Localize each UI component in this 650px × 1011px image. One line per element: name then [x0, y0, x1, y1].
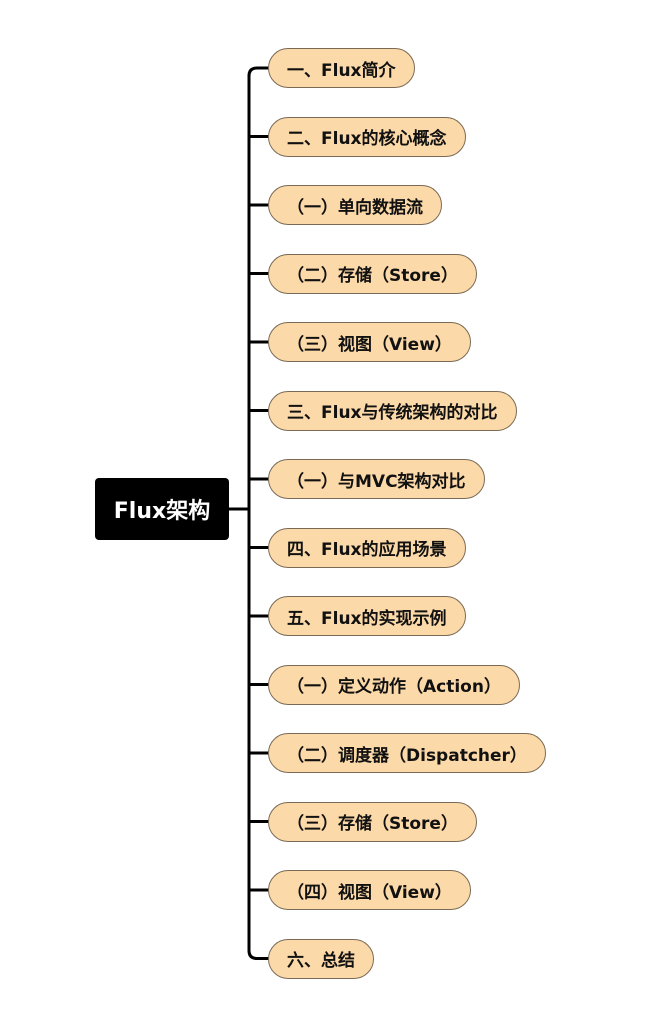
node-define-action[interactable]: （一）定义动作（Action） [268, 664, 520, 705]
node-implementation[interactable]: 五、Flux的实现示例 [268, 596, 466, 636]
node-unidirectional-flow[interactable]: （一）单向数据流 [268, 185, 442, 225]
node-view[interactable]: （三）视图（View） [268, 322, 471, 362]
node-comparison[interactable]: 三、Flux与传统架构的对比 [268, 390, 517, 431]
node-summary[interactable]: 六、总结 [268, 938, 374, 979]
node-flux-intro[interactable]: 一、Flux简介 [268, 48, 415, 88]
node-store[interactable]: （二）存储（Store） [268, 253, 477, 294]
root-node[interactable]: Flux架构 [95, 478, 229, 540]
node-mvc-comparison[interactable]: （一）与MVC架构对比 [268, 459, 485, 499]
node-core-concepts[interactable]: 二、Flux的核心概念 [268, 116, 466, 157]
branch-connector [247, 66, 270, 78]
node-use-cases[interactable]: 四、Flux的应用场景 [268, 527, 466, 568]
node-dispatcher[interactable]: （二）调度器（Dispatcher） [268, 733, 546, 773]
node-impl-store[interactable]: （三）存储（Store） [268, 801, 477, 842]
branch-connector [247, 949, 270, 960]
node-impl-view[interactable]: （四）视图（View） [268, 870, 471, 910]
